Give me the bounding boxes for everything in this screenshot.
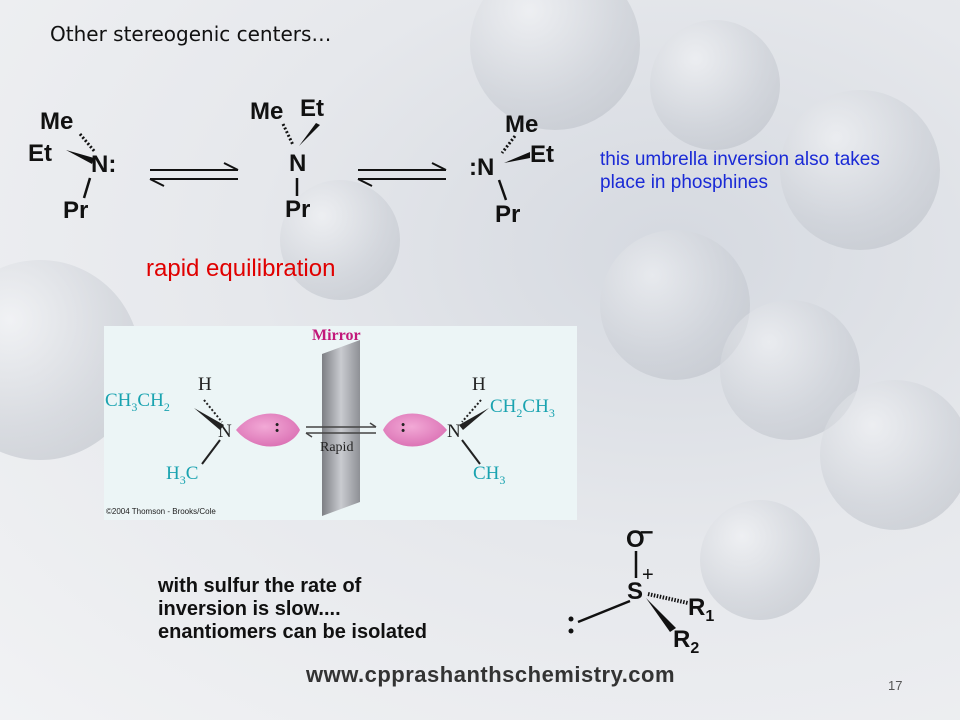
rapid-label: Rapid bbox=[320, 440, 354, 455]
amine1-pr: Pr bbox=[63, 197, 89, 224]
amine2-et: Et bbox=[300, 95, 324, 122]
right-n: N bbox=[447, 421, 461, 442]
lone-pair-dot bbox=[568, 616, 574, 622]
wedge-bond bbox=[66, 150, 94, 164]
background-sphere bbox=[280, 180, 400, 300]
amine1-n: N: bbox=[91, 151, 117, 178]
wedge-bond bbox=[459, 408, 489, 430]
wedge-bond bbox=[194, 408, 224, 430]
sulfur-note-line1: with sulfur the rate of bbox=[158, 575, 362, 597]
amine1-me: Me bbox=[40, 108, 74, 135]
amine3-n: :N bbox=[469, 154, 495, 181]
nitrogen-inversion-figure: Mirror Rapid CH3CH2 H N : H3C CH2CH3 H N… bbox=[104, 326, 577, 520]
bond bbox=[497, 179, 508, 201]
wedge-bond bbox=[504, 152, 530, 163]
bond bbox=[201, 439, 221, 465]
left-n: N bbox=[218, 421, 232, 442]
bond bbox=[461, 439, 481, 465]
sulfoxide-r1: R1 bbox=[688, 594, 715, 625]
amine2-me: Me bbox=[250, 98, 284, 125]
background-sphere bbox=[820, 380, 960, 530]
dash-bond bbox=[203, 399, 223, 423]
amine1-et: Et bbox=[28, 140, 52, 167]
dash-bond bbox=[461, 399, 482, 423]
amine3-pr: Pr bbox=[495, 201, 521, 228]
bond bbox=[82, 177, 92, 199]
left-methyl-group: H3C bbox=[166, 463, 199, 487]
footer-watermark-url: www.cpprashanthschemistry.com bbox=[306, 662, 676, 687]
lone-pair-lobe-left bbox=[236, 413, 300, 447]
amine2-pr: Pr bbox=[285, 196, 311, 223]
figure-copyright: ©2004 Thomson - Brooks/Cole bbox=[106, 507, 216, 516]
right-lone-pair: : bbox=[400, 416, 407, 437]
right-h: H bbox=[472, 374, 486, 395]
mirror-plane bbox=[322, 340, 360, 516]
rapid-equilibration-caption: rapid equilibration bbox=[146, 255, 336, 282]
wedge-bond bbox=[299, 123, 320, 146]
sulfur-note-line2: inversion is slow.... bbox=[158, 598, 341, 620]
background-sphere bbox=[470, 0, 640, 130]
phosphine-note-line1: this umbrella inversion also takes bbox=[600, 149, 880, 170]
wedge-bond bbox=[646, 598, 676, 632]
left-h: H bbox=[198, 374, 212, 395]
background-sphere bbox=[780, 90, 940, 250]
sulfur-note-line3: enantiomers can be isolated bbox=[158, 621, 427, 643]
page-number: 17 bbox=[888, 678, 903, 693]
phosphine-note-line2: place in phosphines bbox=[600, 172, 768, 193]
sulfoxide-sulfur-charge: + bbox=[642, 564, 654, 586]
dash-bond bbox=[500, 135, 517, 154]
sulfoxide-r2: R2 bbox=[673, 626, 700, 657]
amine3-et: Et bbox=[530, 141, 554, 168]
background-sphere bbox=[700, 500, 820, 620]
lone-pair-dot bbox=[568, 628, 574, 634]
left-lone-pair: : bbox=[274, 416, 281, 437]
background-sphere bbox=[650, 20, 780, 150]
mirror-figure-art bbox=[194, 340, 489, 516]
mirror-label: Mirror bbox=[312, 327, 361, 344]
sulfoxide-sulfur: S bbox=[627, 578, 644, 605]
right-ethyl-group: CH2CH3 bbox=[490, 396, 555, 420]
slide-title: Other stereogenic centers… bbox=[50, 22, 332, 46]
sulfoxide-oxygen: O bbox=[626, 526, 645, 553]
bond bbox=[577, 599, 631, 624]
amine2-n: N bbox=[289, 150, 307, 177]
dash-bond bbox=[647, 592, 689, 605]
sulfoxide-oxygen-charge: – bbox=[640, 518, 654, 545]
amine3-me: Me bbox=[505, 111, 539, 138]
left-ethyl-group: CH3CH2 bbox=[105, 390, 170, 414]
lone-pair-lobe-right bbox=[383, 413, 447, 447]
right-methyl-group: CH3 bbox=[473, 463, 506, 487]
